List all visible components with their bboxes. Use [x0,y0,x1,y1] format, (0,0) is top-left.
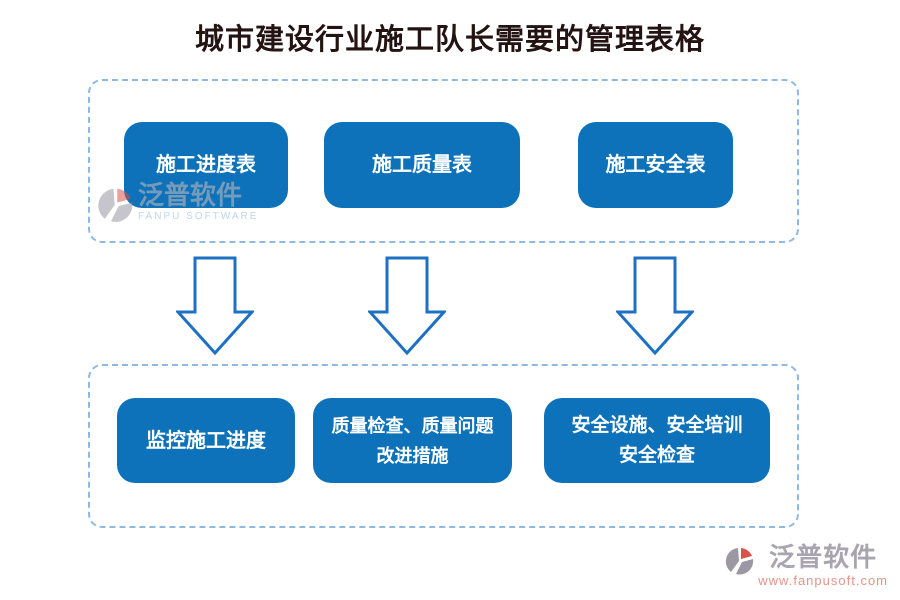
box-safety-facility: 安全设施、安全培训 安全检查 [544,398,770,483]
box-construction-schedule: 施工进度表 [124,122,288,208]
box-label: 施工进度表 [156,154,256,176]
footer-logo: 泛普软件 www.fanpusoft.com [724,544,888,588]
down-arrow-icon [176,256,254,356]
box-label: 监控施工进度 [146,429,266,452]
box-label-line2: 改进措施 [376,445,449,466]
box-monitor-progress: 监控施工进度 [117,398,295,483]
box-label-line1: 质量检查、质量问题 [331,415,494,436]
footer-brand: 泛普软件 [769,543,878,572]
box-quality-check: 质量检查、质量问题 改进措施 [313,398,512,483]
fanpu-logo-icon [726,548,754,575]
box-label-line1: 安全设施、安全培训 [571,414,743,436]
down-arrow-icon [368,256,446,356]
down-arrow-icon [616,256,694,356]
box-construction-safety: 施工安全表 [578,122,733,208]
page-title: 城市建设行业施工队长需要的管理表格 [194,24,705,56]
box-label: 施工安全表 [605,154,706,176]
box-label: 施工质量表 [372,154,472,176]
footer-url: www.fanpusoft.com [758,573,888,588]
box-label-line2: 安全检查 [618,444,695,466]
box-construction-quality: 施工质量表 [324,122,520,208]
